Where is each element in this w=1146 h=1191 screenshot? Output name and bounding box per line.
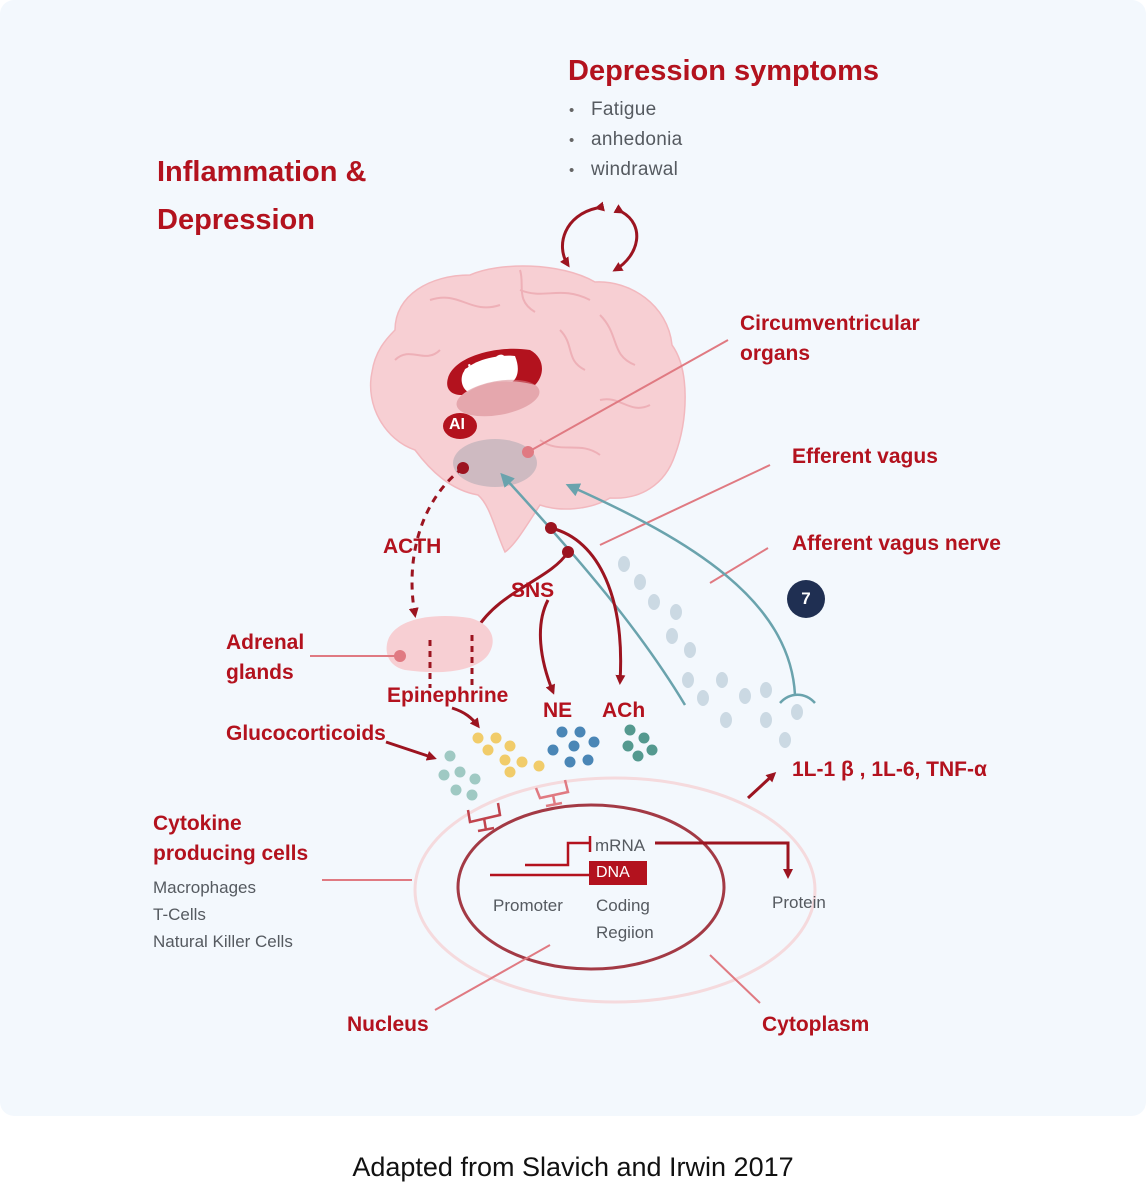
cytokine-cells-heading: Cytokine (153, 812, 242, 835)
glucocorticoids-arrow (385, 740, 437, 761)
adrenal-gland (386, 616, 493, 673)
afferent-vagus-label: Afferent vagus nerve (792, 532, 1001, 555)
epinephrine-label: Epinephrine (387, 684, 509, 707)
vagus-dots (618, 556, 803, 748)
circumventricular-pointer (527, 339, 729, 453)
symptoms-heading: Depression symptoms (568, 55, 880, 87)
efferent-vagus-pointer (599, 464, 771, 546)
symptom-item: Fatigue (569, 95, 656, 126)
nucleus-label: Nucleus (347, 1013, 429, 1036)
ai-label: AI (449, 416, 465, 433)
symptom-item: windrawal (569, 155, 678, 186)
epinephrine-dots (472, 732, 545, 778)
acth-label: ACTH (383, 535, 442, 558)
ne-dots (547, 726, 600, 768)
acth-arrow (408, 466, 464, 618)
step-badge: 7 (787, 580, 825, 618)
figure-caption: Adapted from Slavich and Irwin 2017 (352, 1152, 794, 1182)
diagram-graphics (310, 201, 817, 1011)
afferent-vagus-pointer (709, 547, 769, 584)
promoter-label: Promoter (493, 896, 563, 915)
coding-region-label: Coding (596, 896, 650, 915)
sns-to-ne-arrow (538, 599, 555, 695)
sns-label: SNS (511, 579, 555, 602)
cell-type-item: Natural Killer Cells (153, 932, 293, 951)
nucleus-membrane (456, 803, 726, 971)
cytokine-cells-heading-line-2: producing cells (153, 842, 309, 865)
symptom-item: anhedonia (569, 125, 682, 156)
dna-box (589, 861, 647, 885)
ach-dots (622, 724, 658, 762)
circumventricular-label: Circumventricular (740, 312, 920, 335)
cell-type-item: T-Cells (153, 905, 206, 924)
coding-region-label-line-2: Regiion (596, 923, 654, 942)
efferent-vagus-label: Efferent vagus (792, 445, 938, 468)
glucocorticoids-label: Glucocorticoids (226, 722, 386, 745)
cytoplasm-membrane (413, 776, 817, 1004)
afferent-vagus-line-2 (565, 483, 797, 696)
adrenal-label: Adrenal (226, 631, 305, 654)
protein-label: Protein (772, 893, 826, 912)
symptom-arrow-left (559, 201, 605, 268)
afferent-vagus-line-1 (500, 472, 687, 706)
brain (369, 265, 686, 554)
cytoplasm-label: Cytoplasm (762, 1013, 870, 1036)
circumventricular-label-line-2: organs (740, 342, 811, 365)
sns-to-adrenal-arrow (474, 551, 570, 633)
cytokine-release-arrow (746, 771, 777, 800)
dna-label: DNA (596, 864, 630, 881)
mrna-label: mRNA (595, 836, 646, 855)
cytokines-label: 1L-1 β , 1L-6, TNF-α (792, 758, 987, 781)
ne-label: NE (543, 699, 573, 722)
cell-type-item: Macrophages (153, 878, 257, 897)
glucocorticoid-dots (438, 750, 481, 801)
diagram-panel (0, 0, 1146, 1116)
ach-arrow (550, 526, 626, 685)
diagram-title-line-1: Inflammation &Depression (157, 156, 367, 236)
symptom-arrow-right (612, 204, 639, 272)
ach-label: ACh (602, 699, 646, 722)
mrna-to-protein-arrow (655, 841, 793, 879)
adrenal-label-line-2: glands (226, 661, 294, 684)
